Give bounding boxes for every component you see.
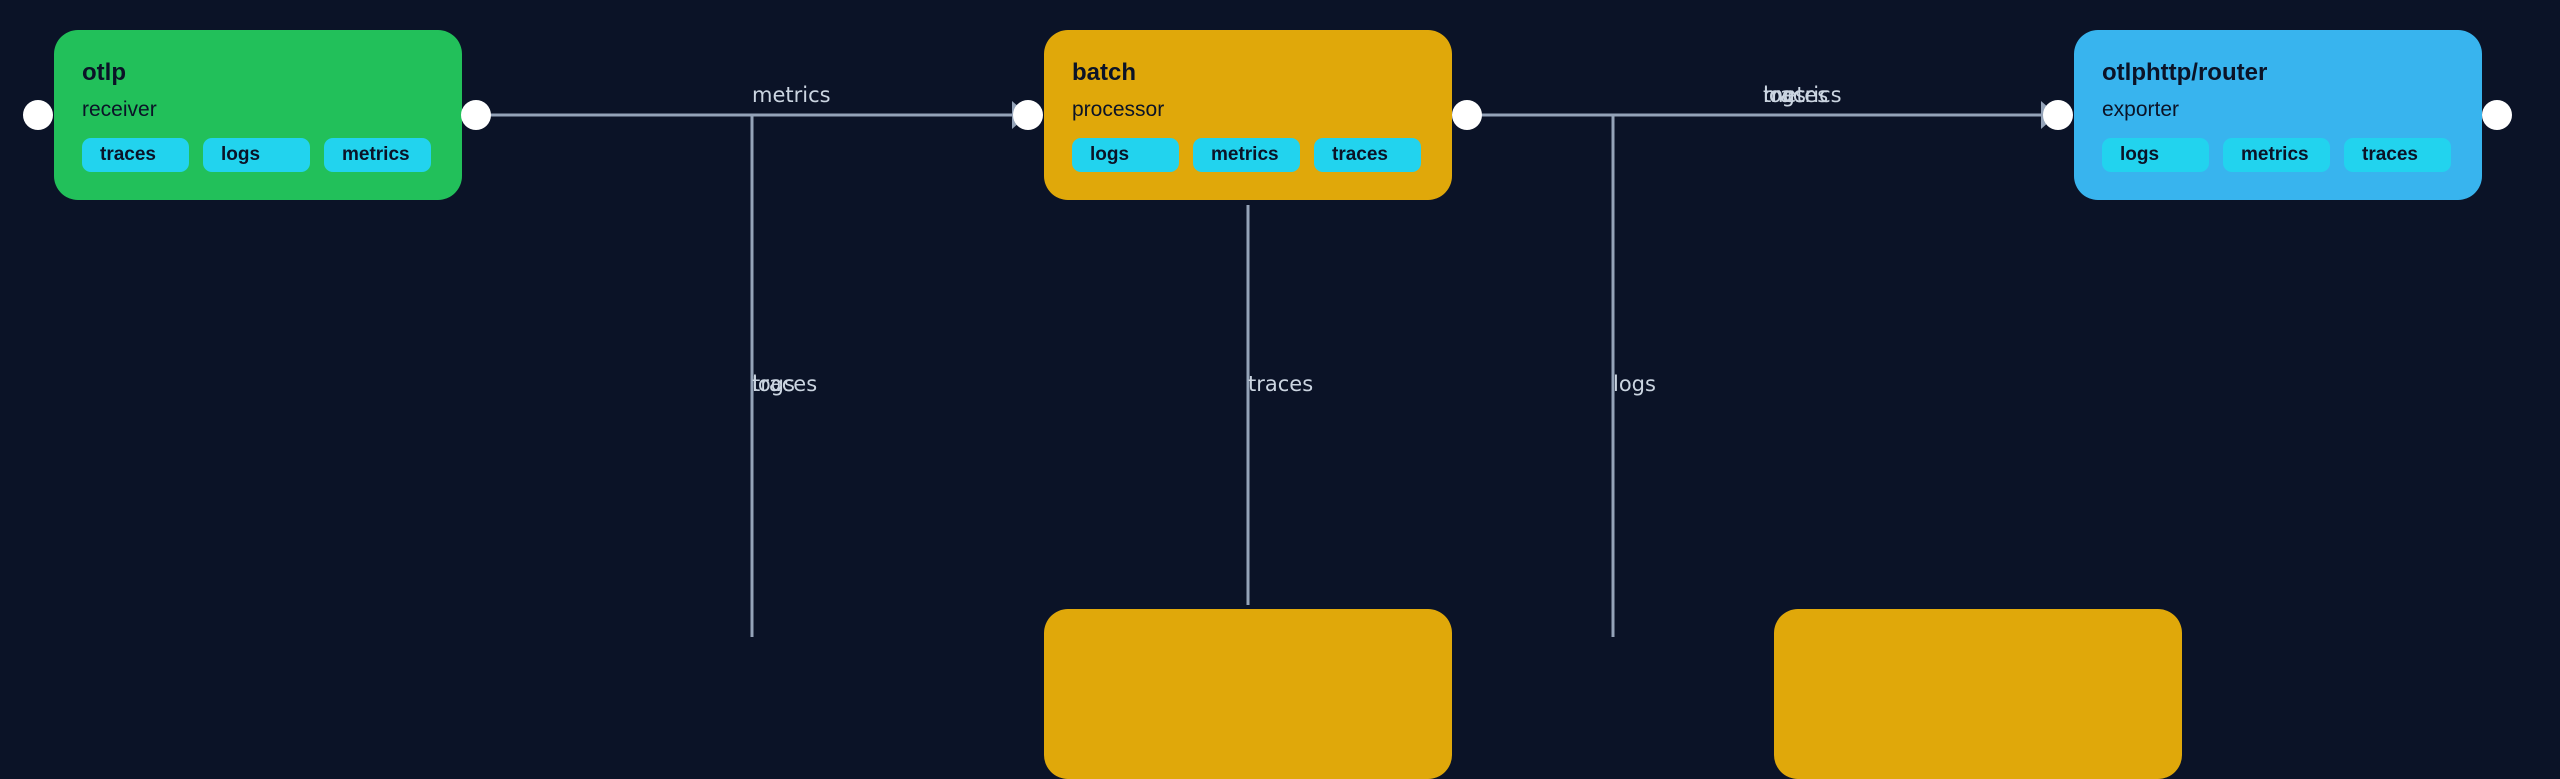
signal-chip-metrics[interactable]: metrics xyxy=(1193,138,1300,172)
edge-label-otlp-to-batch: metrics xyxy=(752,83,831,107)
signal-chip-metrics[interactable]: metrics xyxy=(324,138,431,172)
batch-output-port[interactable] xyxy=(1452,100,1482,130)
otlp-input-port[interactable] xyxy=(23,100,53,130)
node-title: otlp xyxy=(82,59,126,86)
node-processor-partial-lower-right[interactable] xyxy=(1774,609,2182,779)
signal-chips: logs metrics traces xyxy=(1072,138,1424,172)
signal-chip-logs[interactable]: logs xyxy=(1072,138,1179,172)
edge-label-batch-to-router-a: logs xyxy=(1763,83,1806,107)
node-kind: receiver xyxy=(82,98,157,121)
node-kind: exporter xyxy=(2102,98,2180,121)
edge-label-otlp-down-a: logs xyxy=(752,372,795,396)
signal-chips: logs metrics traces xyxy=(2102,138,2454,172)
node-title: otlphttp/router xyxy=(2102,59,2268,86)
signal-chip-traces[interactable]: traces xyxy=(2344,138,2451,172)
edge-label-batch-down-right: logs xyxy=(1613,372,1656,396)
otlp-output-port[interactable] xyxy=(461,100,491,130)
node-otlphttp-router-exporter[interactable]: otlphttp/router exporter logs metrics tr… xyxy=(2074,30,2482,200)
signal-chip-logs[interactable]: logs xyxy=(203,138,310,172)
node-kind: processor xyxy=(1072,98,1165,121)
router-output-port[interactable] xyxy=(2482,100,2512,130)
node-batch-processor[interactable]: batch processor logs metrics traces xyxy=(1044,30,1452,200)
node-title: batch xyxy=(1072,59,1137,86)
edge-label-batch-down: traces xyxy=(1248,372,1313,396)
signal-chip-traces[interactable]: traces xyxy=(82,138,189,172)
batch-input-port[interactable] xyxy=(1013,100,1043,130)
signal-chips: traces logs metrics xyxy=(82,138,434,172)
router-input-port[interactable] xyxy=(2043,100,2073,130)
edge-label-otlp-down-b: traces xyxy=(752,372,817,396)
node-otlp-receiver[interactable]: otlp receiver traces logs metrics xyxy=(54,30,462,200)
edge-label-batch-to-router-b: metrics xyxy=(1763,83,1842,107)
signal-chip-metrics[interactable]: metrics xyxy=(2223,138,2330,172)
node-processor-partial-lower-left[interactable] xyxy=(1044,609,1452,779)
signal-chip-logs[interactable]: logs xyxy=(2102,138,2209,172)
signal-chip-traces[interactable]: traces xyxy=(1314,138,1421,172)
edge-label-batch-to-router-c: traces xyxy=(1763,83,1828,107)
